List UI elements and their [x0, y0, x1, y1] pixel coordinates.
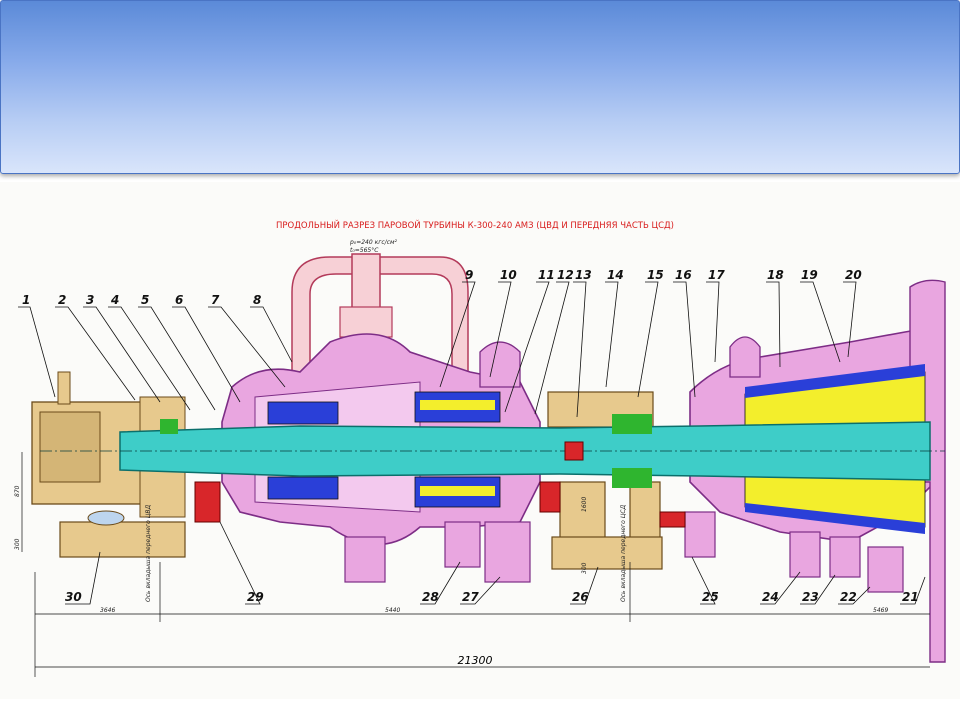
front-seal-housing	[194, 481, 221, 523]
callout-24: 24	[762, 590, 779, 604]
steam-temperature: t₀=565°C	[350, 247, 379, 254]
hp-ip-coupling	[564, 441, 584, 461]
dim-3646: 3646	[100, 607, 115, 614]
callout-1: 1	[22, 293, 30, 307]
callout-17: 17	[708, 268, 725, 282]
rear-hp-seal	[539, 481, 561, 513]
dim-300b: 300	[581, 562, 588, 574]
callout-18: 18	[767, 268, 784, 282]
callout-20: 20	[845, 268, 862, 282]
callout-7: 7	[211, 293, 220, 307]
callout-8: 8	[253, 293, 261, 307]
ip-nozzle-2	[829, 536, 861, 578]
callout-27: 27	[462, 590, 479, 604]
middle-bearing-right	[629, 481, 661, 543]
axis-note-hp: Ось вкладыша переднего ЦВД	[145, 505, 152, 602]
callout-29: 29	[247, 590, 264, 604]
front-pedestal	[59, 521, 186, 558]
dim-5469: 5469	[873, 607, 888, 614]
hp-exhaust-right	[484, 521, 531, 583]
callout-4: 4	[110, 293, 119, 307]
callout-16: 16	[675, 268, 692, 282]
turbine-cross-section: ПРОДОЛЬНЫЙ РАЗРЕЗ ПАРОВОЙ ТУРБИНЫ К-300-…	[14, 219, 946, 677]
dimension-lines	[21, 452, 930, 677]
steam-inlet-flange	[339, 306, 393, 338]
front-oil-seal	[160, 419, 178, 434]
ip-casing-lug	[729, 336, 761, 378]
dim-300: 300	[14, 538, 21, 550]
hp-bottom-nozzle	[344, 536, 386, 583]
hp-casing-lug	[479, 341, 521, 388]
oil-pump-stub	[57, 371, 71, 405]
thrust-bearing-bottom	[612, 468, 652, 488]
callout-12: 12	[557, 268, 574, 282]
front-ip-support	[684, 511, 716, 558]
title-banner	[0, 0, 960, 174]
overall-length: 21300	[458, 654, 493, 667]
dim-5440: 5440	[385, 607, 400, 614]
ip-front-seal	[659, 511, 686, 528]
callout-22: 22	[840, 590, 857, 604]
dim-1600: 1600	[581, 497, 588, 512]
callout-2: 2	[58, 293, 66, 307]
callout-23: 23	[802, 590, 819, 604]
inspection-port	[87, 510, 125, 526]
callout-28: 28	[422, 590, 439, 604]
callout-11: 11	[538, 268, 555, 282]
callout-10: 10	[500, 268, 517, 282]
bottom-callouts: 30 29 28 27 26 25 24 23 22 21	[65, 590, 919, 604]
steam-pressure: p₀=240 кгс/см²	[349, 239, 398, 246]
callout-21: 21	[902, 590, 919, 604]
ip-blade-rows	[744, 364, 926, 534]
leader-lines	[18, 281, 926, 605]
governor-block	[39, 411, 101, 483]
callout-26: 26	[572, 590, 589, 604]
callout-19: 19	[801, 268, 818, 282]
hp-blade-rows	[267, 391, 501, 508]
middle-pedestal	[551, 536, 663, 570]
ip-nozzle-3	[867, 546, 904, 593]
callout-5: 5	[141, 293, 149, 307]
callout-15: 15	[647, 268, 664, 282]
callout-14: 14	[607, 268, 624, 282]
top-callouts: 1 2 3 4 5 6 7 8 9 10 11 12 13 14 15 16 1…	[22, 268, 862, 307]
ip-nozzle-1	[789, 531, 821, 578]
hp-exhaust-left	[444, 521, 481, 568]
dim-870: 870	[14, 485, 21, 497]
axis-note-ip: Ось вкладыша переднего ЦСД	[620, 504, 627, 602]
thrust-bearing-top	[612, 414, 652, 434]
callout-9: 9	[465, 268, 473, 282]
callout-6: 6	[175, 293, 183, 307]
callout-25: 25	[702, 590, 719, 604]
drawing-sheet: ПРОДОЛЬНЫЙ РАЗРЕЗ ПАРОВОЙ ТУРБИНЫ К-300-…	[0, 182, 960, 699]
drawing-title: ПРОДОЛЬНЫЙ РАЗРЕЗ ПАРОВОЙ ТУРБИНЫ К-300-…	[276, 219, 674, 231]
callout-13: 13	[575, 268, 592, 282]
callout-30: 30	[65, 590, 82, 604]
callout-3: 3	[86, 293, 94, 307]
